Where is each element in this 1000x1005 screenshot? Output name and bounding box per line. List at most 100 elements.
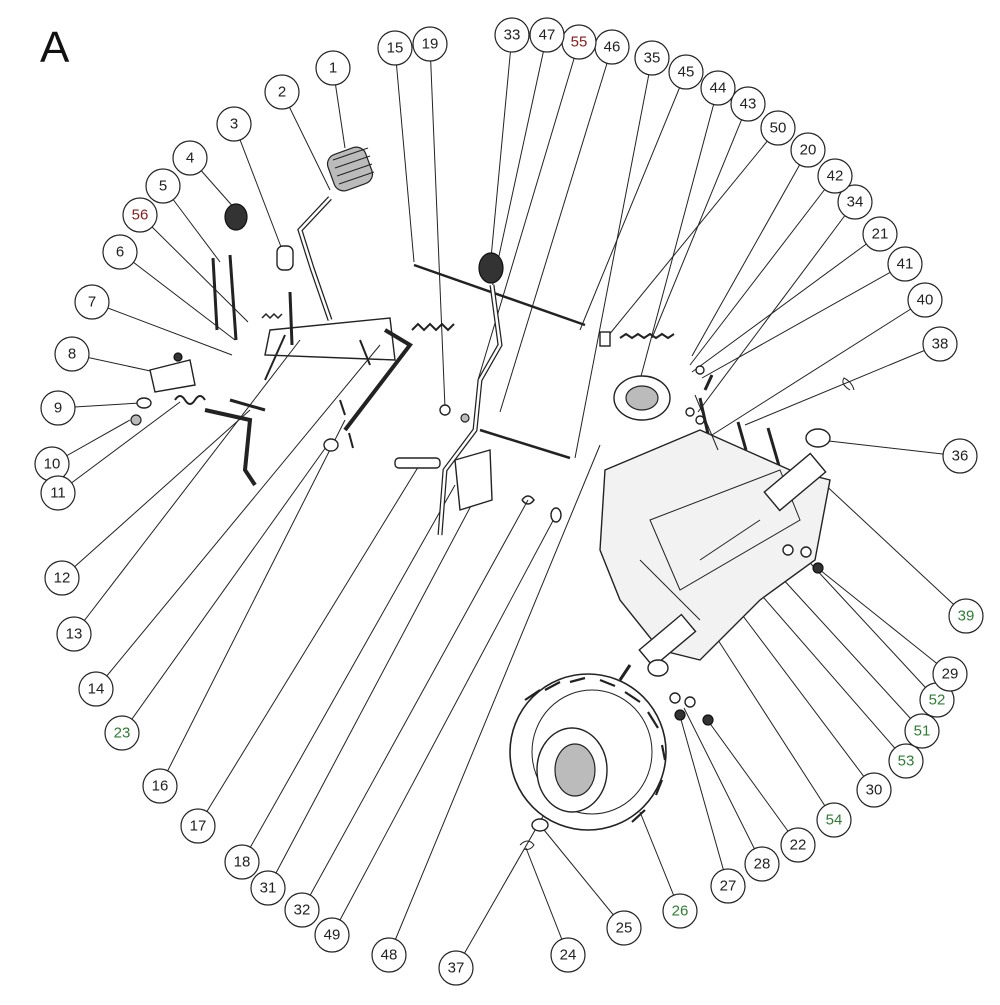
callout-circle <box>887 246 923 282</box>
callout-number: 13 <box>66 626 83 643</box>
callout-number: 5 <box>159 178 167 195</box>
callout-34: 34 <box>837 184 873 220</box>
leader-line-48 <box>388 444 601 956</box>
callout-1: 1 <box>315 50 351 86</box>
callout-41: 41 <box>887 246 923 282</box>
leader-line-41 <box>701 263 906 379</box>
callout-23: 23 <box>104 715 140 751</box>
callout-number: 51 <box>914 723 931 740</box>
callout-46: 46 <box>594 29 630 65</box>
callout-10: 10 <box>34 446 70 482</box>
callout-circle <box>634 40 670 76</box>
callout-number: 27 <box>720 878 737 895</box>
callout-number: 15 <box>387 40 404 57</box>
callout-11: 11 <box>40 475 76 511</box>
leader-line-53 <box>756 589 907 762</box>
leader-line-20 <box>691 149 809 357</box>
leader-line-46 <box>499 46 613 413</box>
callout-circle <box>888 743 924 779</box>
callout-circle <box>250 870 286 906</box>
callout-48: 48 <box>371 937 407 973</box>
leader-line-52 <box>799 551 938 701</box>
callout-circle <box>606 910 642 946</box>
leader-line-18 <box>241 484 456 863</box>
leader-line-56 <box>139 214 249 323</box>
callout-number: 33 <box>504 27 521 44</box>
callout-number: 52 <box>929 692 946 709</box>
callout-number: 11 <box>50 485 66 502</box>
callout-circle <box>102 234 138 270</box>
callout-circle <box>780 827 816 863</box>
callout-number: 20 <box>800 142 817 159</box>
callout-number: 8 <box>68 346 76 363</box>
callout-circle <box>438 950 474 986</box>
callout-circle <box>550 937 586 973</box>
callout-24: 24 <box>550 937 586 973</box>
leader-line-24 <box>525 847 569 956</box>
leader-line-55 <box>477 41 580 381</box>
callout-circle <box>862 216 898 252</box>
leader-line-12 <box>61 409 251 579</box>
transaxle-assembly <box>339 394 831 726</box>
callout-circle <box>172 140 208 176</box>
callout-52: 52 <box>919 682 955 718</box>
callout-number: 47 <box>539 27 556 44</box>
leader-line-28 <box>683 707 763 865</box>
callout-circle <box>700 70 736 106</box>
callout-number: 22 <box>790 837 807 854</box>
callout-circle <box>315 50 351 86</box>
callout-number: 40 <box>917 292 934 309</box>
callout-number: 19 <box>422 36 439 53</box>
leader-line-54 <box>717 639 835 821</box>
callout-number: 34 <box>847 194 864 211</box>
callout-5: 5 <box>145 168 181 204</box>
callout-number: 10 <box>44 456 61 473</box>
leader-line-2 <box>281 91 331 191</box>
callout-47: 47 <box>529 17 565 53</box>
callout-50: 50 <box>760 110 796 146</box>
callout-circle <box>744 846 780 882</box>
callout-number: 35 <box>644 50 661 67</box>
callout-circle <box>216 106 252 142</box>
callout-9: 9 <box>40 390 76 426</box>
callout-17: 17 <box>180 808 216 844</box>
callout-27: 27 <box>710 868 746 904</box>
callout-number: 3 <box>230 116 238 133</box>
callout-circle <box>790 132 826 168</box>
callout-number: 55 <box>571 34 588 51</box>
callout-number: 9 <box>54 400 62 417</box>
callout-26: 26 <box>662 893 698 929</box>
callout-number: 26 <box>672 903 689 920</box>
callout-circle <box>40 475 76 511</box>
callout-30: 30 <box>856 772 892 808</box>
leader-line-44 <box>639 87 719 381</box>
callout-circle <box>54 336 90 372</box>
callout-number: 42 <box>827 168 844 185</box>
callout-circle <box>730 86 766 122</box>
callout-number: 54 <box>826 812 843 829</box>
callout-number: 12 <box>54 570 71 587</box>
callout-circle <box>104 715 140 751</box>
callout-4: 4 <box>172 140 208 176</box>
callout-31: 31 <box>250 870 286 906</box>
callout-number: 1 <box>329 60 337 77</box>
callout-number: 36 <box>952 448 969 465</box>
callout-20: 20 <box>790 132 826 168</box>
callout-circle <box>371 937 407 973</box>
callout-number: 17 <box>190 818 207 835</box>
leader-line-42 <box>689 175 836 366</box>
leader-line-3 <box>233 123 284 253</box>
callout-number: 25 <box>616 920 633 937</box>
leader-line-21 <box>691 233 881 373</box>
callout-circle <box>904 713 940 749</box>
callout-number: 46 <box>604 39 621 56</box>
callout-circle <box>377 30 413 66</box>
leader-line-40 <box>711 299 926 436</box>
leader-line-49 <box>331 514 557 936</box>
callout-circle <box>837 184 873 220</box>
leader-lines <box>51 34 967 969</box>
callout-number: 2 <box>278 84 286 101</box>
callout-18: 18 <box>224 844 260 880</box>
pedal-rubber <box>326 146 375 192</box>
